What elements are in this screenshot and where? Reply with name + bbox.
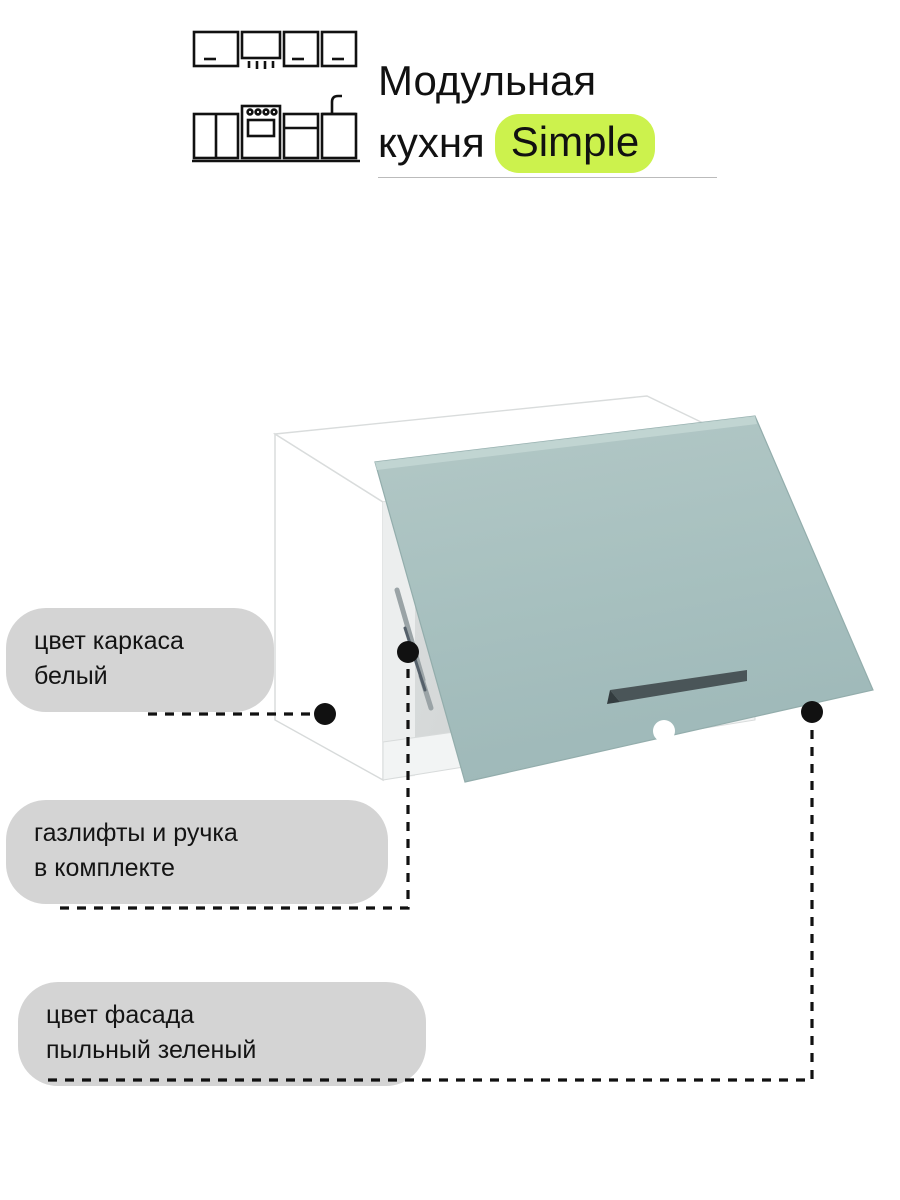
header-title-line1: Модульная [378, 57, 597, 104]
header-title-line2: кухня Simple [378, 112, 728, 174]
header-title-line2-prefix: кухня [378, 119, 485, 166]
kitchen-modules-icon [192, 28, 360, 168]
wall-cabinet-illustration [255, 390, 875, 820]
header-title: Модульная кухня Simple [378, 50, 728, 174]
callout-facade-color: цвет фасада пыльный зеленый [18, 982, 426, 1086]
brand-badge: Simple [494, 113, 656, 173]
header-divider [378, 177, 717, 178]
callout-gas-lifts: газлифты и ручка в комплекте [6, 800, 388, 904]
header: Модульная кухня Simple [192, 22, 732, 178]
callout-frame-color: цвет каркаса белый [6, 608, 274, 712]
cabinet-handle [607, 670, 747, 704]
